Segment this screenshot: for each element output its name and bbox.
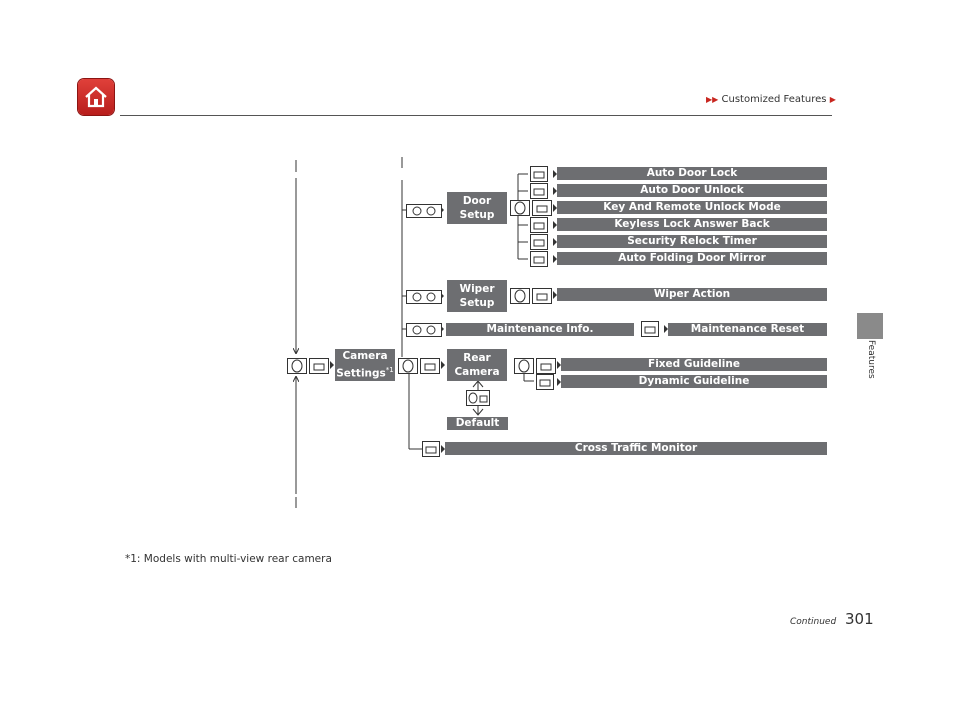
keyless-lock-answer-back-bar[interactable]: Keyless Lock Answer Back — [557, 218, 827, 231]
rotate-knob-icon — [466, 390, 490, 410]
default-box[interactable]: Default — [447, 417, 508, 430]
breadcrumb-arrow-icon: ▶▶ — [706, 95, 719, 104]
rotate-press-icon — [510, 200, 552, 220]
door-setup-box[interactable]: Door Setup — [447, 192, 507, 224]
press-icon — [422, 441, 440, 461]
security-relock-timer-bar[interactable]: Security Relock Timer — [557, 235, 827, 248]
footnote: *1: Models with multi-view rear camera — [125, 553, 332, 565]
home-icon[interactable] — [78, 79, 114, 115]
maintenance-info-box[interactable]: Maintenance Info. — [446, 323, 634, 336]
selector-knob-icon — [406, 203, 442, 222]
press-icon — [536, 374, 554, 394]
breadcrumb-arrow-icon: ▶ — [829, 95, 836, 104]
rotate-press-icon — [510, 288, 552, 308]
key-remote-unlock-mode-bar[interactable]: Key And Remote Unlock Mode — [557, 201, 827, 214]
wiper-setup-box[interactable]: Wiper Setup — [447, 280, 507, 312]
chapter-tab[interactable] — [857, 313, 883, 339]
auto-folding-door-mirror-bar[interactable]: Auto Folding Door Mirror — [557, 252, 827, 265]
press-icon — [530, 183, 548, 203]
breadcrumb[interactable]: ▶▶ Customized Features ▶ — [706, 94, 836, 105]
press-icon — [530, 251, 548, 271]
cross-traffic-monitor-bar[interactable]: Cross Traffic Monitor — [445, 442, 827, 455]
auto-door-lock-bar[interactable]: Auto Door Lock — [557, 167, 827, 180]
press-icon — [530, 234, 548, 254]
rotate-press-icon — [287, 358, 329, 378]
continued-label: Continued — [790, 617, 837, 627]
page-number: 301 — [845, 610, 874, 628]
selector-knob-icon — [406, 289, 442, 308]
rear-camera-box[interactable]: Rear Camera — [447, 349, 507, 381]
breadcrumb-label: Customized Features — [721, 94, 827, 105]
maintenance-reset-bar[interactable]: Maintenance Reset — [668, 323, 827, 336]
camera-settings-label: Camera Settings*1 — [336, 350, 394, 380]
header-rule — [120, 115, 832, 116]
footnote-marker: *1 — [385, 366, 394, 375]
press-icon — [530, 166, 548, 186]
wiper-action-bar[interactable]: Wiper Action — [557, 288, 827, 301]
press-icon — [530, 217, 548, 237]
camera-settings-box[interactable]: Camera Settings*1 — [335, 349, 395, 381]
selector-knob-icon — [406, 322, 442, 341]
rotate-press-icon — [514, 358, 556, 378]
auto-door-unlock-bar[interactable]: Auto Door Unlock — [557, 184, 827, 197]
fixed-guideline-bar[interactable]: Fixed Guideline — [561, 358, 827, 371]
press-icon — [641, 321, 659, 341]
dynamic-guideline-bar[interactable]: Dynamic Guideline — [561, 375, 827, 388]
rotate-press-icon — [398, 358, 440, 378]
